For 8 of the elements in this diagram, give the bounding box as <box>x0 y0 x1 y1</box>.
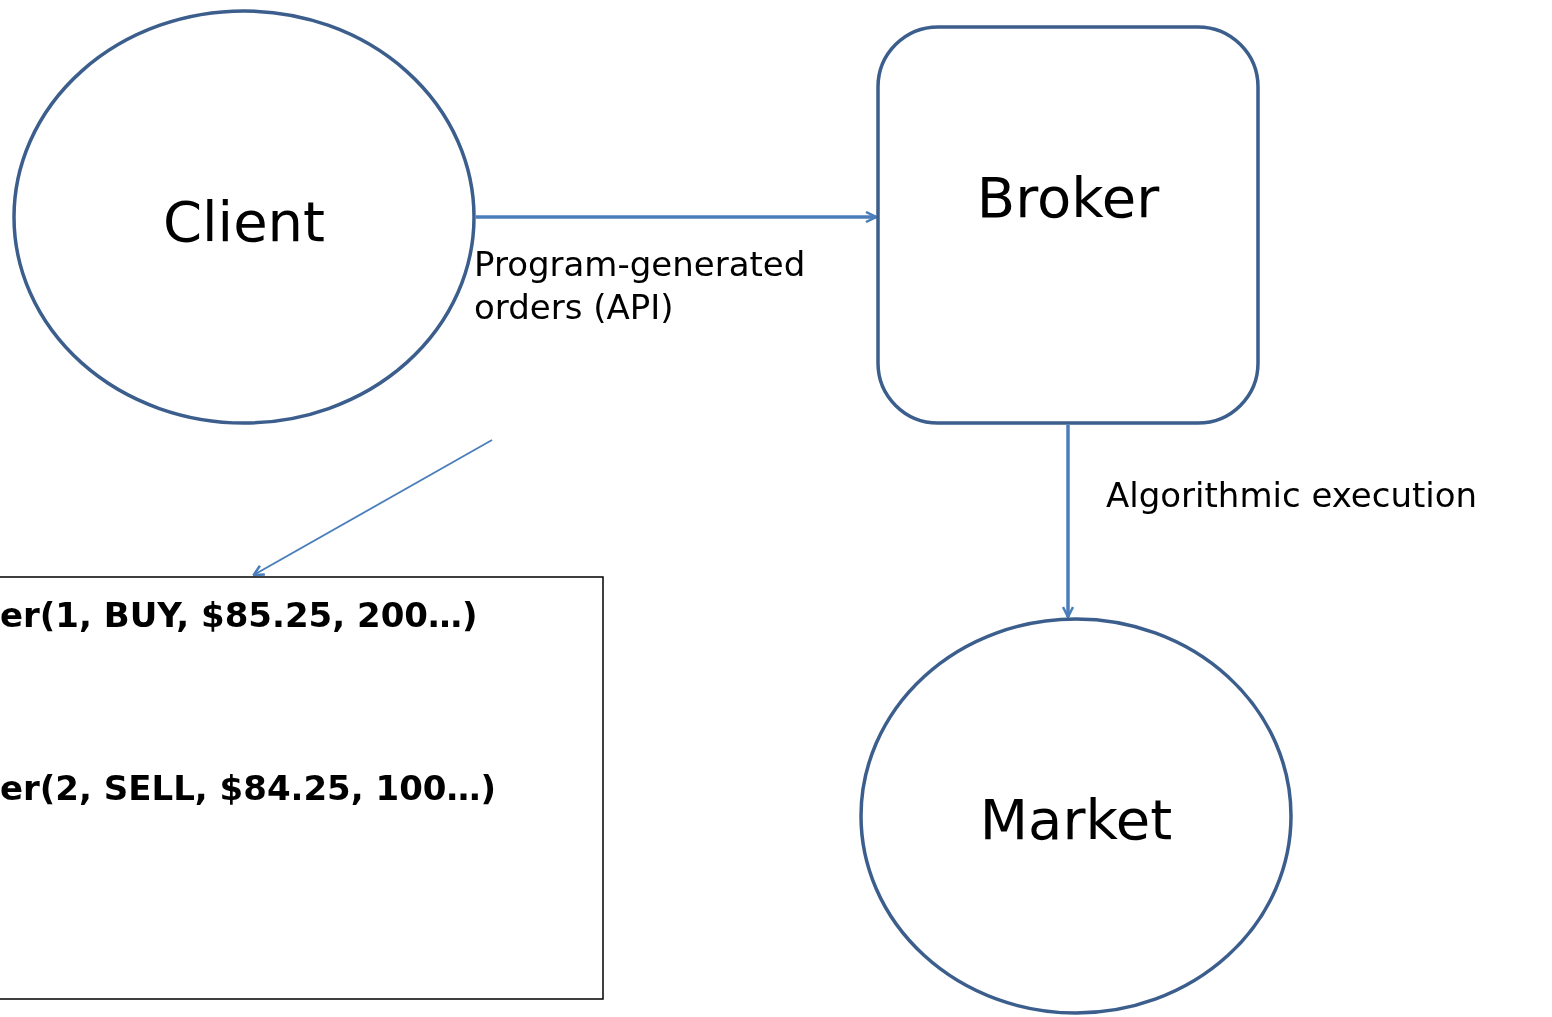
node-label: Client <box>161 189 327 254</box>
code-line: er(1, BUY, $85.25, 200…) <box>0 595 478 635</box>
node-label: Broker <box>975 165 1161 230</box>
code-line: er(2, SELL, $84.25, 100…) <box>0 768 497 808</box>
node-label: Market <box>978 787 1174 852</box>
arrow <box>476 210 878 224</box>
arrow <box>1061 425 1075 619</box>
arrow <box>252 439 493 577</box>
